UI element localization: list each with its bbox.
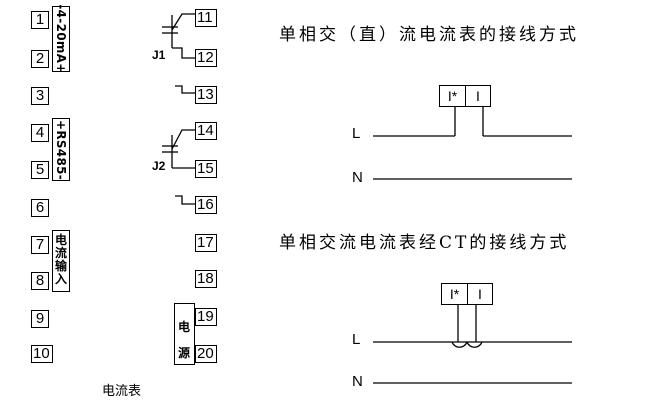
ct-line-n-label: N <box>352 373 363 390</box>
terminal-2: 2 <box>31 50 49 68</box>
ct-terminal-end: I <box>478 286 482 302</box>
terminal-20: 20 <box>195 345 217 363</box>
rs485-label-box: +RS485- <box>52 118 70 181</box>
terminal-13: 13 <box>195 86 217 104</box>
power-label-box: 电源 <box>174 303 195 365</box>
direct-terminal-end: I <box>476 88 480 104</box>
ct-line-l-label: L <box>352 331 361 348</box>
terminal-10: 10 <box>31 345 53 363</box>
direct-line-l-label: L <box>352 125 361 142</box>
direct-terminal-start: I* <box>440 86 466 106</box>
terminal-1: 1 <box>31 11 49 29</box>
terminal-3: 3 <box>31 87 49 105</box>
terminal-7: 7 <box>31 236 49 254</box>
terminal-19: 19 <box>195 308 217 326</box>
relay-j1-label: J1 <box>152 48 166 62</box>
analog-output-label-box: -4-20mA+ <box>52 4 70 74</box>
terminal-11: 11 <box>195 9 217 27</box>
terminal-17: 17 <box>195 234 217 252</box>
power-label: 电源 <box>177 320 190 360</box>
terminal-16: 16 <box>195 196 217 214</box>
ct-terminal-start: I* <box>442 284 468 304</box>
terminal-14: 14 <box>195 122 217 140</box>
terminal-4: 4 <box>31 124 49 142</box>
ct-terminal-box: I* I <box>441 283 493 305</box>
direct-wiring-title: 单相交（直）流电流表的接线方式 <box>279 25 579 45</box>
relay-j2-label: J2 <box>152 159 166 173</box>
ct-wiring-title: 单相交流电流表经CT的接线方式 <box>279 233 570 253</box>
rs485-label: +RS485- <box>54 119 68 180</box>
direct-terminal-box: I* I <box>439 85 491 107</box>
current-input-label-box: 电流输入 <box>52 230 70 292</box>
terminal-15: 15 <box>195 160 217 178</box>
terminal-5: 5 <box>31 161 49 179</box>
terminal-9: 9 <box>31 310 49 328</box>
terminal-8: 8 <box>31 272 49 290</box>
terminal-12: 12 <box>195 49 217 67</box>
direct-line-n-label: N <box>352 169 363 186</box>
terminal-6: 6 <box>31 199 49 217</box>
analog-output-label: -4-20mA+ <box>54 4 68 74</box>
diagram-caption: 电流表 <box>102 384 142 399</box>
terminal-18: 18 <box>195 270 217 288</box>
current-input-label: 电流输入 <box>54 233 67 286</box>
